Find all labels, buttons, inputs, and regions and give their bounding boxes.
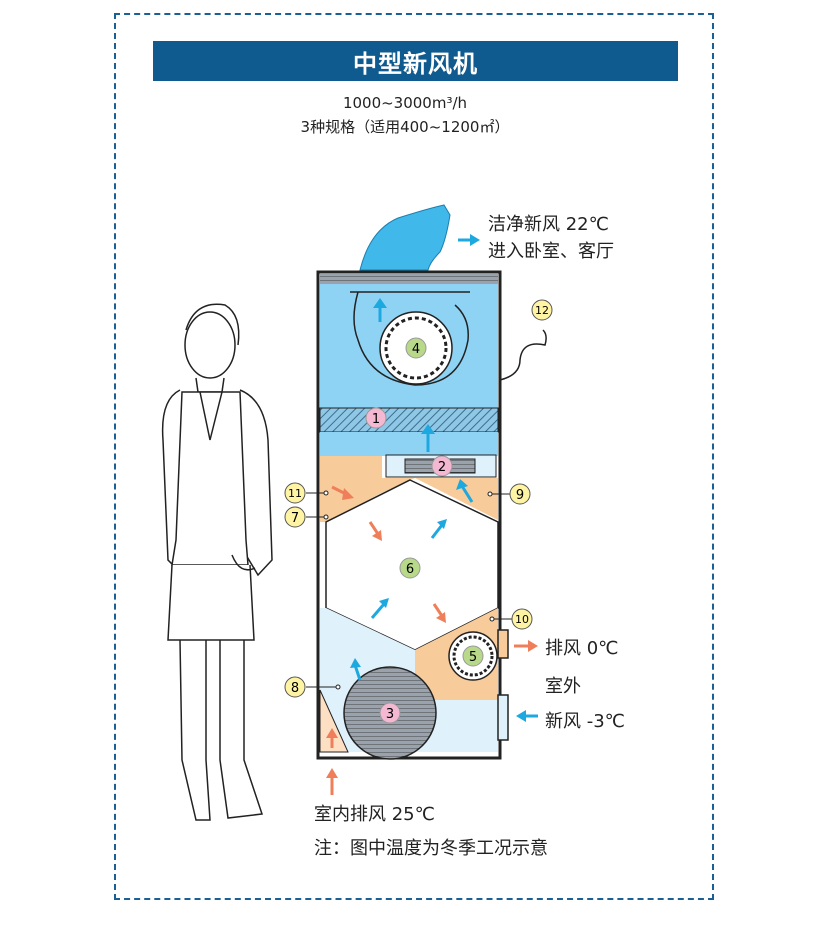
svg-text:12: 12: [535, 304, 549, 317]
person-figure: [161, 303, 273, 821]
arrow-core-down: [368, 521, 380, 535]
marker-9: 9: [509, 483, 531, 505]
marker-3: 3: [379, 702, 401, 724]
supply-duct: [359, 204, 451, 271]
exhaust-outlet: [497, 629, 509, 659]
filter-gap: [320, 432, 498, 456]
top-grille: [320, 274, 498, 284]
power-cable: [499, 329, 547, 381]
marker-4: 4: [405, 337, 427, 359]
svg-text:1: 1: [372, 412, 380, 427]
spec-models: 3种规格（适用400~1200㎡）: [300, 118, 510, 136]
arrow-core-down-right: [432, 603, 444, 617]
svg-text:2: 2: [438, 460, 446, 475]
label-fresh-air: 新风 -3℃: [545, 711, 625, 732]
arrow-core-up: [430, 524, 444, 539]
page-title: 中型新风机: [153, 41, 678, 81]
marker-7: 7: [284, 506, 306, 528]
label-note: 注：图中温度为冬季工况示意: [314, 838, 548, 859]
marker-10: 10: [511, 608, 533, 630]
marker-1: 1: [365, 407, 387, 429]
dashed-frame: [114, 13, 714, 900]
svg-text:10: 10: [515, 613, 529, 626]
label-outdoor: 室外: [545, 676, 581, 697]
fresh-air-inlet: [497, 694, 509, 741]
arrow-to-filter2: [460, 485, 474, 503]
svg-text:11: 11: [288, 487, 302, 500]
marker-11: 11: [284, 482, 306, 504]
svg-text:8: 8: [291, 681, 299, 696]
svg-text:7: 7: [291, 511, 299, 526]
label-supply-destination: 进入卧室、客厅: [488, 241, 614, 262]
svg-text:3: 3: [386, 707, 394, 722]
spec-airflow: 1000~3000m³/h: [342, 94, 468, 112]
svg-text:5: 5: [469, 650, 477, 665]
marker-12: 12: [531, 299, 553, 321]
arrow-core-up-left: [370, 603, 386, 619]
svg-text:6: 6: [406, 562, 414, 577]
label-supply-air: 洁净新风 22℃: [488, 214, 609, 235]
svg-text:4: 4: [412, 342, 420, 357]
marker-8: 8: [284, 676, 306, 698]
marker-6: 6: [399, 557, 421, 579]
filter-1: [319, 407, 499, 433]
label-exhaust: 排风 0℃: [545, 638, 619, 659]
arrow-coil-up: [353, 664, 362, 681]
label-indoor-exhaust: 室内排风 25℃: [314, 804, 435, 825]
svg-text:9: 9: [516, 488, 524, 503]
marker-5: 5: [462, 645, 484, 667]
marker-2: 2: [431, 455, 453, 477]
